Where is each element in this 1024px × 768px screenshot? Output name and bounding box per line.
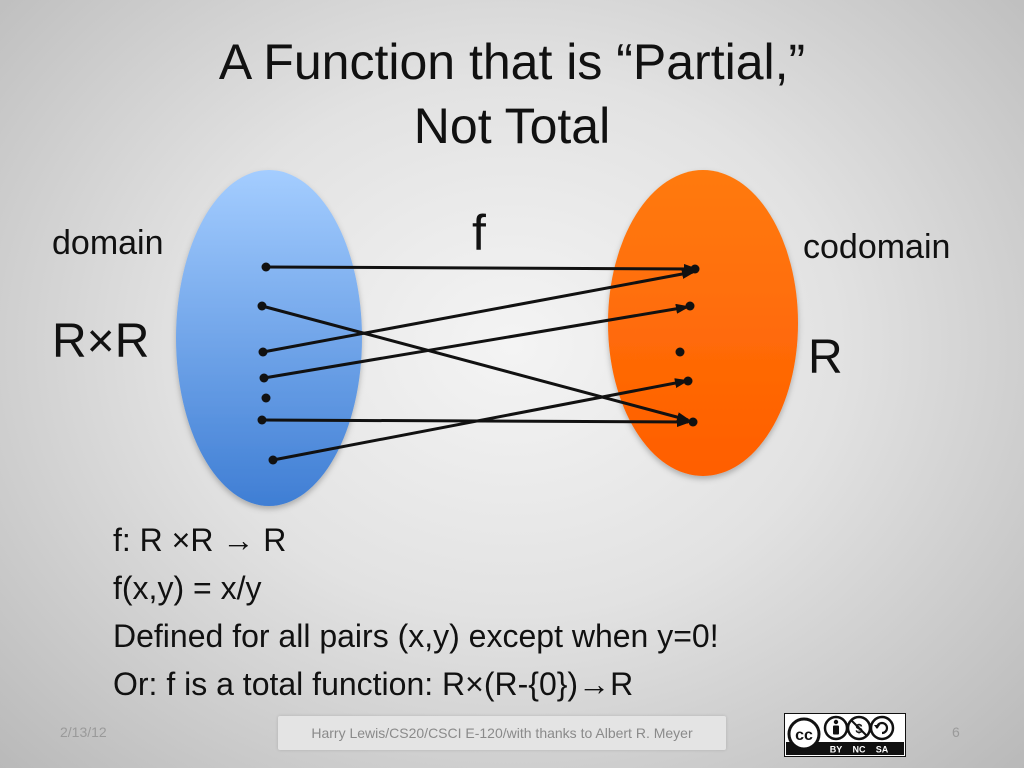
mapping-arrow bbox=[262, 269, 696, 354]
footer-credit: Harry Lewis/CS20/CSCI E-120/with thanks … bbox=[278, 716, 726, 750]
domain-set-ellipse bbox=[176, 170, 362, 506]
cc-text: cc bbox=[795, 727, 813, 744]
noncommercial-icon: $ bbox=[846, 715, 872, 741]
mapping-arrow bbox=[263, 303, 690, 380]
license-sa-text: SA bbox=[876, 745, 889, 755]
mapping-arrow bbox=[272, 378, 689, 462]
codomain-point bbox=[685, 301, 695, 311]
codomain-point bbox=[688, 417, 698, 427]
codomain-set-name: R bbox=[808, 331, 843, 384]
mapping-arrow bbox=[261, 304, 691, 422]
license-by-text: BY bbox=[830, 745, 843, 755]
function-arrows bbox=[261, 263, 698, 462]
license-nc-text: NC bbox=[853, 745, 866, 755]
body-line-2: f(x,y) = x/y bbox=[113, 570, 262, 606]
body-line-1: f: R ×R → R bbox=[113, 522, 287, 558]
creative-commons-badge: cc $ BY NC SA bbox=[784, 713, 906, 757]
footer-date: 2/13/12 bbox=[60, 724, 107, 740]
slide-body: f: R ×R → R f(x,y) = x/y Defined for all… bbox=[113, 516, 719, 708]
body-line-4: Or: f is a total function: R×(R-{0})→R bbox=[113, 666, 634, 702]
domain-set-name: R×R bbox=[52, 315, 150, 368]
slide-title-line-2: Not Total bbox=[413, 98, 611, 154]
slide-title-line-1: A Function that is “Partial,” bbox=[218, 34, 806, 90]
domain-label: domain bbox=[52, 224, 164, 262]
codomain-set-ellipse bbox=[608, 170, 798, 476]
page-number: 6 bbox=[952, 724, 960, 740]
domain-point bbox=[261, 393, 271, 403]
function-label: f bbox=[472, 205, 486, 261]
cc-icon: cc bbox=[787, 717, 821, 751]
codomain-label: codomain bbox=[803, 228, 951, 266]
body-line-3: Defined for all pairs (x,y) except when … bbox=[113, 618, 719, 654]
mapping-arrow bbox=[265, 263, 698, 274]
slide-title: A Function that is “Partial,” Not Total bbox=[0, 30, 1024, 158]
sharealike-icon bbox=[869, 715, 895, 741]
codomain-point bbox=[675, 347, 685, 357]
attribution-icon bbox=[823, 715, 849, 741]
